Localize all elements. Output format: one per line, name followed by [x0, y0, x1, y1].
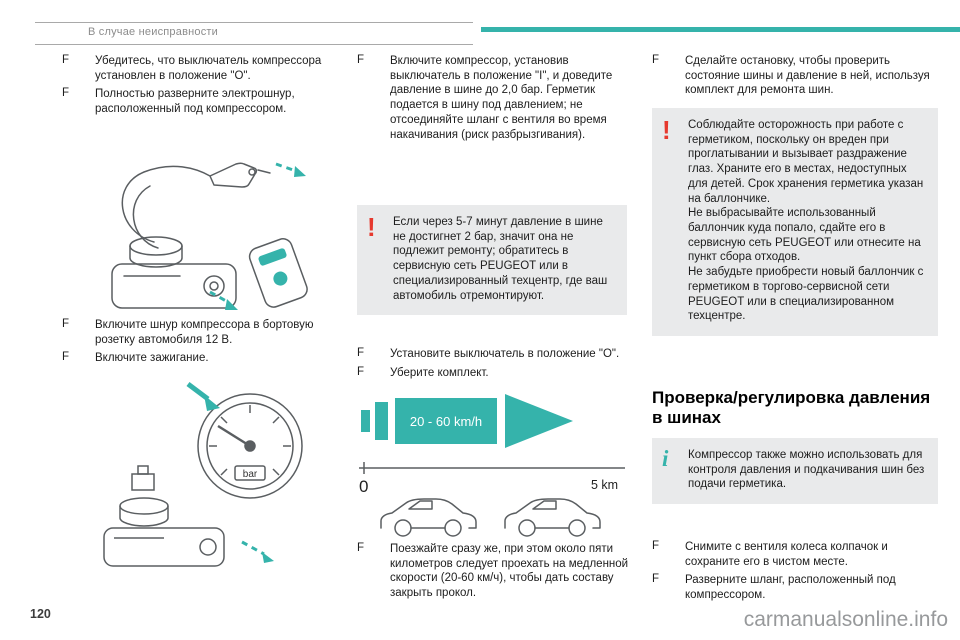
instruction-item: F Установите выключатель в положение "O"… [357, 347, 633, 362]
instruction-item: F Полностью разверните электрошнур, расп… [62, 87, 338, 116]
arrow-bullet-icon: F [357, 365, 365, 378]
arrow-bullet-icon: F [62, 318, 70, 330]
arrow-bullet-icon: F [62, 87, 70, 100]
compressor-plug-drawing [111, 162, 308, 310]
info-icon: i [662, 446, 669, 471]
instruction-item: F Убедитесь, что выключатель компрессора… [62, 54, 338, 83]
pressure-gauge-drawing: bar [103, 382, 303, 567]
instruction-text: Включите компрессор, установив выключате… [390, 55, 613, 141]
instruction-item: F Включите шнур компрессора в бортовую р… [62, 318, 338, 347]
instruction-text: Включите зажигание. [95, 352, 209, 365]
distance-start-label: 0 [359, 477, 368, 496]
speed-range-label: 20 - 60 km/h [410, 414, 482, 429]
car-silhouette [504, 498, 601, 537]
page-number: 120 [30, 607, 51, 621]
car-silhouette [380, 498, 477, 537]
header-accent-bar [481, 27, 960, 32]
arrow-bullet-icon: F [652, 573, 660, 586]
warning-text: Если через 5-7 минут давление в шине не … [393, 216, 608, 302]
big-arrow-icon [505, 394, 573, 448]
warning-box-pressure: ! Если через 5-7 минут давление в шине н… [357, 205, 627, 316]
compressor-plug-illustration [92, 124, 332, 319]
instruction-item: F Включите зажигание. [62, 351, 338, 366]
instruction-text: Снимите с вентиля колеса колпачок и сохр… [685, 541, 888, 568]
instruction-item: F Поезжайте сразу же, при этом около пят… [357, 542, 633, 601]
watermark: carmanualsonline.info [743, 608, 948, 631]
instruction-text: Сделайте остановку, чтобы проверить сост… [685, 55, 930, 97]
middle-column-bottom-bullet: F Поезжайте сразу же, при этом около пят… [357, 542, 633, 605]
arrow-bullet-icon: F [357, 542, 365, 554]
warning-box-sealant: ! Соблюдайте осторожность при работе с г… [652, 108, 938, 337]
section-title: Проверка/регулировка давления в шинах [652, 388, 931, 428]
header-rule-top [35, 22, 473, 23]
info-text: Компрессор также можно использовать для … [688, 449, 925, 491]
instruction-item: F Разверните шланг, расположенный под ко… [652, 573, 938, 602]
speed-distance-drawing: 20 - 60 km/h 0 5 km [359, 394, 625, 537]
instruction-item: F Включите компрессор, установив выключа… [357, 54, 633, 142]
instruction-item: F Уберите комплект. [357, 366, 633, 381]
solid-arrow-icon [204, 395, 220, 411]
dashed-arrow-icon [294, 166, 306, 177]
dashed-arrow-icon [225, 299, 238, 310]
instruction-item: F Сделайте остановку, чтобы проверить со… [652, 54, 938, 98]
instruction-text: Установите выключатель в положение "O". [390, 348, 620, 360]
instruction-text: Поезжайте сразу же, при этом около пяти … [390, 543, 629, 600]
warning-icon: ! [662, 115, 671, 145]
middle-column-mid-bullets: F Установите выключатель в положение "O"… [357, 347, 633, 384]
instruction-text: Убедитесь, что выключатель компрессора у… [95, 55, 322, 82]
instruction-item: F Снимите с вентиля колеса колпачок и со… [652, 540, 938, 569]
gauge-bar-label: bar [243, 469, 258, 480]
arrow-bullet-icon: F [357, 54, 365, 66]
instruction-text: Уберите комплект. [390, 366, 489, 379]
info-box-compressor: i Компрессор также можно использовать дл… [652, 438, 938, 505]
dashed-arrow-icon [262, 552, 274, 563]
header-rule-bottom [35, 44, 473, 45]
arrow-bullet-icon: F [652, 540, 660, 552]
arrow-bullet-icon: F [357, 347, 365, 359]
warning-icon: ! [367, 212, 376, 242]
right-column-bottom-bullets: F Снимите с вентиля колеса колпачок и со… [652, 540, 938, 607]
instruction-text: Включите шнур компрессора в бортовую роз… [95, 319, 314, 346]
middle-column-top-bullet: F Включите компрессор, установив выключа… [357, 54, 633, 146]
distance-end-label: 5 km [591, 478, 618, 492]
right-column-top-bullet: F Сделайте остановку, чтобы проверить со… [652, 54, 938, 102]
warning-text: Соблюдайте осторожность при работе с гер… [688, 119, 924, 323]
left-column-mid-bullets: F Включите шнур компрессора в бортовую р… [62, 318, 338, 370]
arrow-bullet-icon: F [652, 54, 660, 66]
arrow-bullet-icon: F [62, 54, 70, 66]
speed-distance-diagram: 20 - 60 km/h 0 5 km [357, 392, 629, 547]
left-column-top-bullets: F Убедитесь, что выключатель компрессора… [62, 54, 338, 121]
pressure-gauge-illustration: bar [92, 378, 332, 578]
instruction-text: Полностью разверните электрошнур, распол… [95, 88, 295, 116]
instruction-text: Разверните шланг, расположенный под комп… [685, 574, 896, 602]
arrow-bullet-icon: F [62, 351, 70, 364]
breadcrumb: В случае неисправности [88, 26, 218, 38]
